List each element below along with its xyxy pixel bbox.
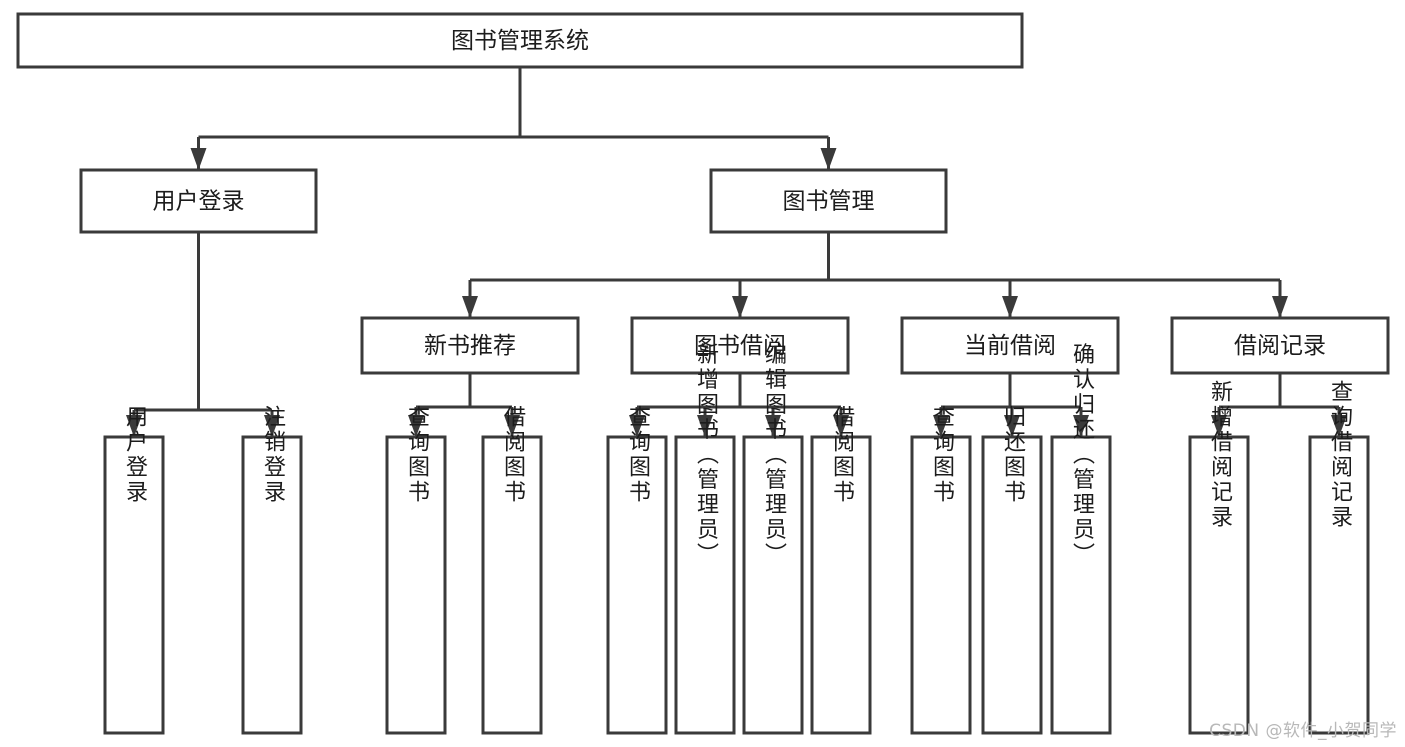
node-label: 新书推荐 [424, 333, 516, 359]
node-current-borrow[interactable]: 当前借阅 [900, 316, 1120, 375]
arrow-head-icon [1004, 415, 1020, 437]
node-box[interactable] [630, 316, 850, 375]
node-box[interactable] [1170, 316, 1390, 375]
arrow-head-icon [190, 148, 207, 170]
node-root[interactable]: 图书管理系统 [16, 12, 1024, 69]
arrow-head-icon [1073, 415, 1089, 437]
node-label: 编辑图书（管理员） [761, 343, 787, 568]
node-label: 借阅记录 [1234, 333, 1326, 359]
node-user-login[interactable]: 用户登录 [79, 168, 318, 234]
arrow-head-icon [765, 415, 781, 437]
node-leaf-borrow-book-rec[interactable]: 借阅图书 [481, 405, 543, 735]
arrow-head-icon [462, 296, 478, 318]
arrow-head-icon [1002, 296, 1018, 318]
node-label: 借阅图书 [500, 405, 526, 505]
node-new-book-recommend[interactable]: 新书推荐 [360, 316, 580, 375]
node-label: 查询借阅记录 [1327, 380, 1353, 530]
node-box[interactable] [900, 316, 1120, 375]
arrow-head-icon [1272, 296, 1288, 318]
node-label: 图书管理 [783, 189, 875, 215]
node-label: 归还图书 [1000, 405, 1026, 505]
node-leaf-query-book-borrow[interactable]: 查询图书 [606, 405, 668, 735]
arrow-head-icon [833, 415, 849, 437]
node-label: 查询图书 [625, 405, 651, 505]
node-book-management[interactable]: 图书管理 [709, 168, 948, 234]
node-leaf-query-record[interactable]: 查询借阅记录 [1308, 380, 1370, 735]
node-label: 借阅图书 [829, 405, 855, 505]
arrow-head-icon [126, 415, 142, 437]
arrow-head-icon [1211, 415, 1227, 437]
arrow-head-icon [697, 415, 713, 437]
node-box[interactable] [742, 435, 804, 735]
node-label: 注销登录 [260, 405, 286, 505]
node-leaf-borrow-book[interactable]: 借阅图书 [810, 405, 872, 735]
arrow-head-icon [933, 415, 949, 437]
node-box[interactable] [910, 435, 972, 735]
arrow-head-icon [1331, 415, 1347, 437]
node-label: 当前借阅 [964, 333, 1056, 359]
node-label: 新增图书（管理员） [693, 343, 719, 568]
node-box[interactable] [674, 435, 736, 735]
node-leaf-query-book-current[interactable]: 查询图书 [910, 405, 972, 735]
node-label: 查询图书 [404, 405, 430, 505]
node-box[interactable] [79, 168, 318, 234]
node-label: 图书管理系统 [451, 28, 589, 54]
node-leaf-query-book-rec[interactable]: 查询图书 [385, 405, 447, 735]
node-leaf-add-record[interactable]: 新增借阅记录 [1188, 380, 1250, 735]
node-box[interactable] [709, 168, 948, 234]
arrow-head-icon [629, 415, 645, 437]
node-label: 用户登录 [122, 405, 148, 505]
node-borrow-record[interactable]: 借阅记录 [1170, 316, 1390, 375]
arrow-head-icon [732, 296, 748, 318]
node-box[interactable] [16, 12, 1024, 69]
node-label: 新增借阅记录 [1207, 380, 1233, 530]
node-label: 图书借阅 [694, 333, 786, 359]
arrow-head-icon [408, 415, 424, 437]
node-leaf-return-book[interactable]: 归还图书 [981, 405, 1043, 735]
node-box[interactable] [360, 316, 580, 375]
node-box[interactable] [606, 435, 668, 735]
connectors-layer [126, 67, 1347, 437]
nodes-layer: 图书管理系统用户登录图书管理新书推荐图书借阅当前借阅借阅记录用户登录注销登录查询… [16, 12, 1390, 735]
node-leaf-confirm-return[interactable]: 确认归还（管理员） [1050, 343, 1112, 735]
arrow-head-icon [264, 415, 280, 437]
node-box[interactable] [1188, 435, 1250, 735]
arrow-head-icon [504, 415, 520, 437]
node-book-borrow[interactable]: 图书借阅 [630, 316, 850, 375]
node-box[interactable] [385, 435, 447, 735]
node-leaf-add-book[interactable]: 新增图书（管理员） [674, 343, 736, 735]
node-box[interactable] [981, 435, 1043, 735]
node-box[interactable] [103, 435, 165, 735]
node-box[interactable] [1308, 435, 1370, 735]
node-box[interactable] [241, 435, 303, 735]
node-box[interactable] [810, 435, 872, 735]
node-box[interactable] [481, 435, 543, 735]
node-leaf-edit-book[interactable]: 编辑图书（管理员） [742, 343, 804, 735]
node-label: 用户登录 [153, 189, 245, 215]
node-leaf-user-login[interactable]: 用户登录 [103, 405, 165, 735]
node-box[interactable] [1050, 435, 1112, 735]
node-leaf-logout[interactable]: 注销登录 [241, 405, 303, 735]
node-label: 查询图书 [929, 405, 955, 505]
node-label: 确认归还（管理员） [1069, 343, 1095, 568]
arrow-head-icon [820, 148, 837, 170]
